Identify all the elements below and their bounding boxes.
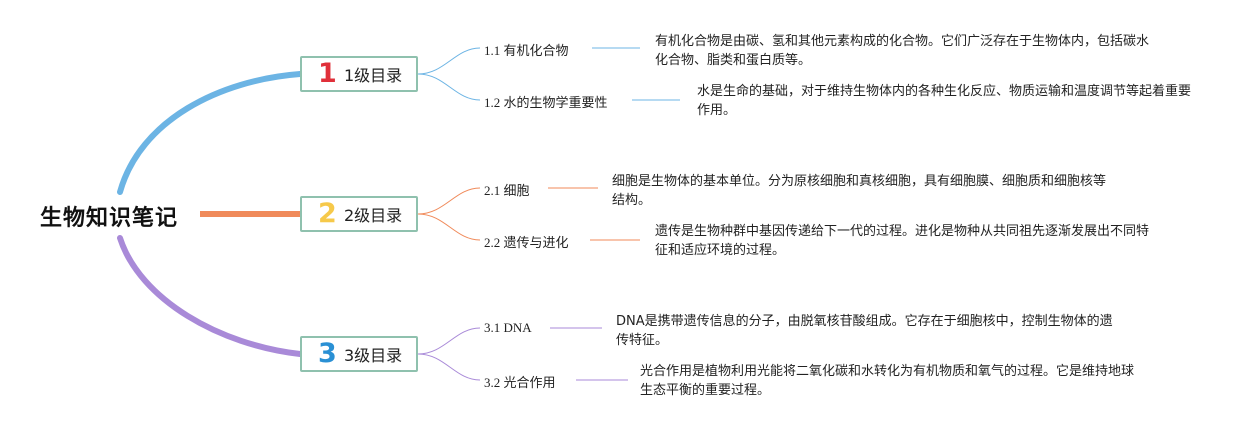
sub-branch-3-1 <box>417 327 481 355</box>
sub-branch-1-2 <box>417 73 481 101</box>
sub-branch-2-1 <box>417 187 481 215</box>
number-2-icon: 2 <box>318 198 337 229</box>
section-3-node[interactable]: 3 3级目录 <box>300 336 418 372</box>
topic-1-1[interactable]: 1.1 有机化合物 <box>484 43 569 58</box>
topic-2-2[interactable]: 2.2 遗传与进化 <box>484 235 569 250</box>
note-1-2: 水是生命的基础，对于维持生物体内的各种生化反应、物质运输和温度调节等起着重要作用… <box>697 84 1192 118</box>
topic-3-2[interactable]: 3.2 光合作用 <box>484 375 556 390</box>
sub-branch-2-2 <box>417 213 481 241</box>
section-1-label: 1级目录 <box>344 66 403 85</box>
section-2-label: 2级目录 <box>344 206 403 225</box>
section-1-node[interactable]: 1 1级目录 <box>300 56 418 92</box>
section-3-label: 3级目录 <box>344 346 403 365</box>
branch-3 <box>117 235 303 357</box>
number-3-icon: 3 <box>318 338 337 369</box>
number-1-icon: 1 <box>318 58 337 89</box>
note-1-1: 有机化合物是由碳、氢和其他元素构成的化合物。它们广泛存在于生物体内，包括碳水化合… <box>655 34 1150 68</box>
topic-2-1[interactable]: 2.1 细胞 <box>484 183 530 198</box>
sub-branch-1-1 <box>417 47 481 75</box>
section-2-node[interactable]: 2 2级目录 <box>300 196 418 232</box>
note-2-1: 细胞是生物体的基本单位。分为原核细胞和真核细胞，具有细胞膜、细胞质和细胞核等结构… <box>612 174 1107 208</box>
root-title[interactable]: 生物知识笔记 <box>40 206 179 231</box>
topic-3-1[interactable]: 3.1 DNA <box>484 320 532 335</box>
topic-1-2[interactable]: 1.2 水的生物学重要性 <box>484 95 608 110</box>
note-2-2: 遗传是生物种群中基因传递给下一代的过程。进化是物种从共同祖先逐渐发展出不同特征和… <box>655 224 1150 258</box>
note-3-2: 光合作用是植物利用光能将二氧化碳和水转化为有机物质和氧气的过程。它是维持地球生态… <box>640 364 1135 398</box>
sub-branch-3-2 <box>417 353 481 381</box>
note-3-1: DNA是携带遗传信息的分子，由脱氧核苷酸组成。它存在于细胞核中，控制生物体的遗传… <box>616 314 1113 348</box>
branch-1 <box>117 71 303 195</box>
